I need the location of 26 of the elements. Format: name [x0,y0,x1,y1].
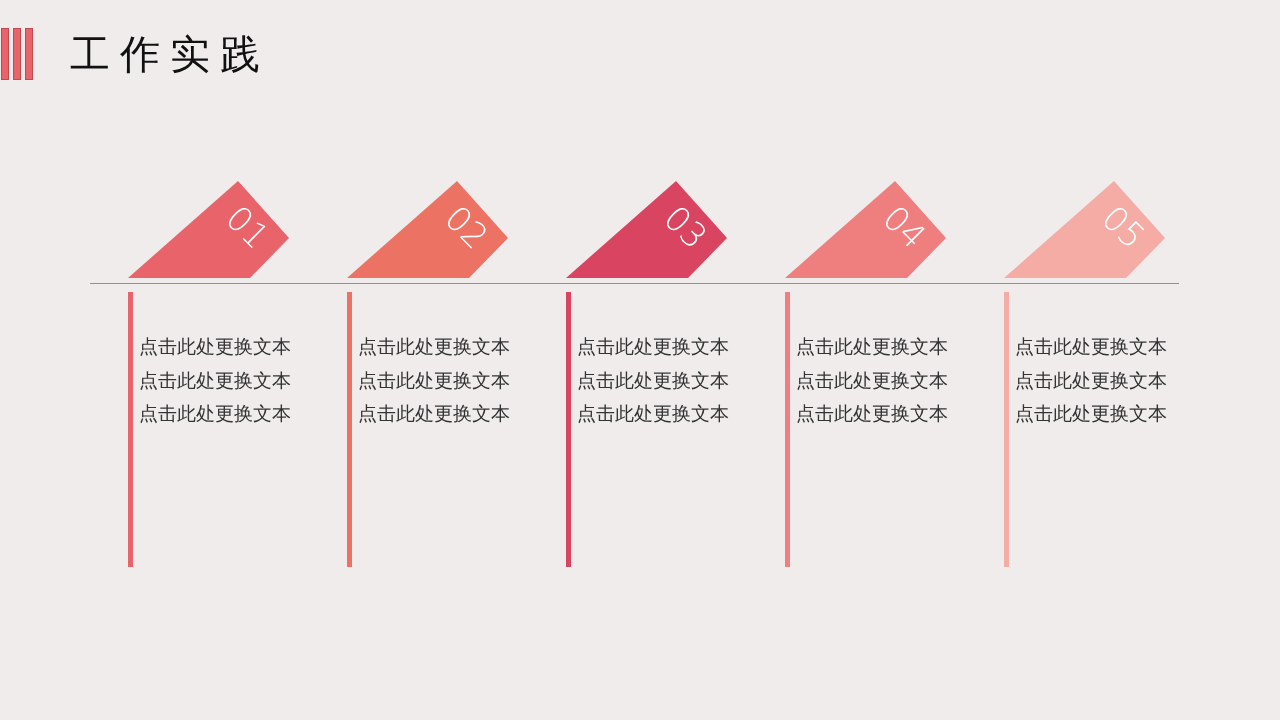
flag-shape [347,181,508,278]
title: 工作实践 [70,30,270,79]
text-line: 点击此处更换文本 [796,334,948,358]
text-line: 点击此处更换文本 [358,401,510,425]
flag-shape [785,181,946,278]
step-number: 03 [658,199,713,255]
step-number: 01 [220,199,275,255]
text-line: 点击此处更换文本 [577,401,729,425]
text-line: 点击此处更换文本 [139,401,291,425]
text-line: 点击此处更换文本 [1015,401,1167,425]
text-line: 点击此处更换文本 [796,367,948,392]
text-line: 点击此处更换文本 [139,367,291,392]
text-line: 点击此处更换文本 [1015,367,1167,392]
flag-shape [128,181,289,278]
step-number: 02 [439,199,494,255]
text-line: 点击此处更换文本 [358,334,510,358]
step-number: 05 [1096,199,1151,255]
text-line: 点击此处更换文本 [577,334,729,358]
step-number: 04 [877,199,932,255]
flag-shape [1004,181,1165,278]
text-line: 点击此处更换文本 [1015,334,1167,358]
flag-shape [566,181,727,278]
text-line: 点击此处更换文本 [358,367,510,392]
text-line: 点击此处更换文本 [796,401,948,425]
text-line: 点击此处更换文本 [577,367,729,392]
text-line: 点击此处更换文本 [139,334,291,358]
